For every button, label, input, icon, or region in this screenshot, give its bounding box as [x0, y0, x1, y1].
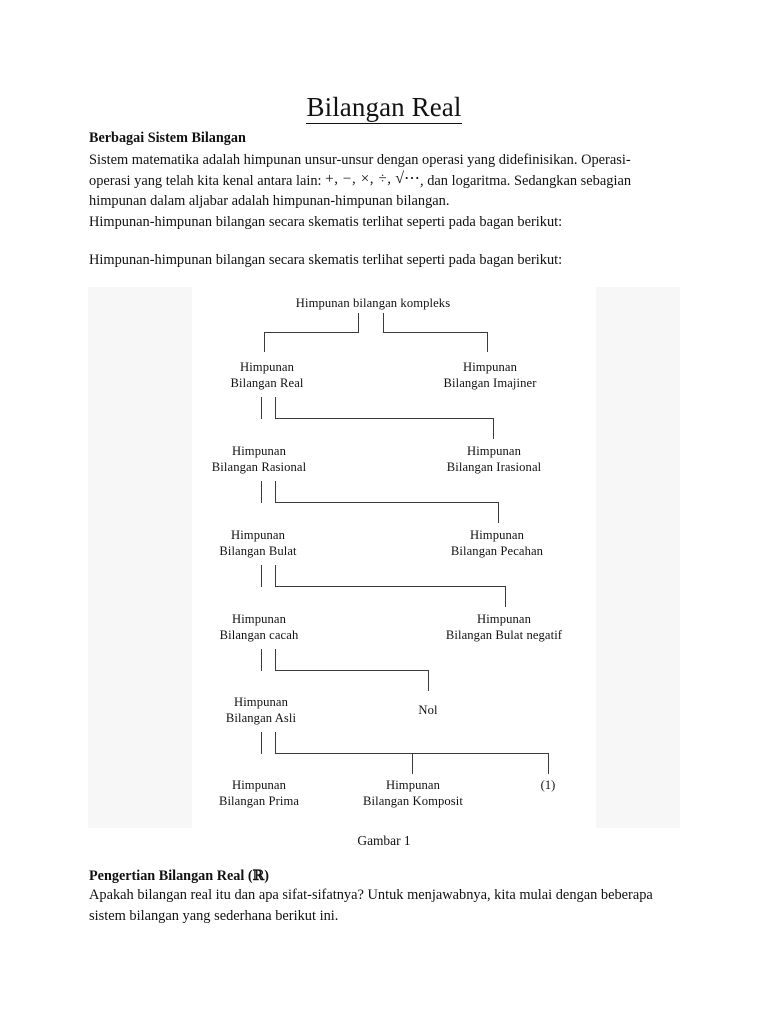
connector-bulat-stub [261, 565, 263, 587]
node-komposit: Himpunan Bilangan Komposit [363, 778, 463, 809]
figure-band-right [596, 287, 680, 828]
real-set-symbol: ℝ [252, 868, 265, 884]
connector-rasional-right-stem [275, 481, 277, 503]
connector-bulat-right-drop [505, 586, 507, 607]
connector-asli-right-bar [275, 753, 549, 755]
connector-bulat-right-stem [275, 565, 277, 587]
node-kompleks-line1: Himpunan bilangan kompleks [295, 296, 451, 310]
connector-root-left-drop [264, 332, 266, 352]
connector-komposit-drop [412, 753, 414, 774]
connector-root-right-drop [487, 332, 489, 352]
math-operators: +, −, ×, ÷, [325, 170, 392, 187]
node-nol: Nol [418, 703, 437, 719]
connector-satu-drop [548, 753, 550, 774]
node-imajiner-line2: Bilangan Imajiner [443, 375, 537, 390]
node-imajiner: Himpunan Bilangan Imajiner [444, 360, 537, 391]
node-kompleks: Himpunan bilangan kompleks [296, 296, 450, 312]
node-asli-line1: Himpunan [234, 695, 288, 709]
page-title-text: Bilangan Real [306, 92, 462, 124]
node-asli-line2: Bilangan Asli [225, 710, 297, 725]
node-prima-line2: Bilangan Prima [218, 793, 300, 808]
connector-real-right-drop [493, 418, 495, 439]
connector-real-right-stem [275, 397, 277, 419]
paragraph-skematis-1: Himpunan-himpunan bilangan secara skemat… [89, 214, 563, 230]
section-heading-pengertian-text: Pengertian Bilangan Real ( [89, 868, 253, 884]
node-pecahan-line2: Bilangan Pecahan [450, 543, 544, 558]
node-bulat-negatif: Himpunan Bilangan Bulat negatif [446, 612, 562, 643]
connector-root-left-stem [358, 313, 360, 333]
connector-real-stub [261, 397, 263, 419]
connector-bulat-right-bar [275, 586, 506, 588]
connector-asli-right-stem [275, 732, 277, 754]
paragraph-text-part2: , dan logaritma. Sedangkan sebagian himp… [89, 172, 632, 210]
node-irasional-line1: Himpunan [467, 444, 521, 458]
connector-cacah-stub [261, 649, 263, 671]
node-bulat-negatif-line2: Bilangan Bulat negatif [445, 627, 563, 642]
node-satu: (1) [541, 778, 556, 794]
node-prima-line1: Himpunan [232, 778, 286, 792]
node-pecahan-line1: Himpunan [470, 528, 524, 542]
paragraph-text-part1: Sistem matematika adalah himpunan unsur-… [89, 152, 631, 189]
connector-cacah-right-stem [275, 649, 277, 671]
section-heading-pengertian: Pengertian Bilangan Real (ℝ) [89, 866, 669, 887]
node-bulat: Himpunan Bilangan Bulat [219, 528, 296, 559]
node-bulat-line2: Bilangan Bulat [219, 543, 297, 558]
node-rasional-line1: Himpunan [232, 444, 286, 458]
section-heading-berbagai-sistem: Berbagai Sistem Bilangan [89, 130, 246, 146]
node-real-line2: Bilangan Real [230, 375, 304, 390]
node-cacah-line1: Himpunan [232, 612, 286, 626]
node-pecahan: Himpunan Bilangan Pecahan [451, 528, 543, 559]
figure-band-left [88, 287, 192, 828]
connector-rasional-stub [261, 481, 263, 503]
paragraph-apakah-bilangan-real: Apakah bilangan real itu dan apa sifat-s… [89, 887, 653, 924]
node-satu-line1: (1) [540, 778, 556, 792]
connector-cacah-right-drop [428, 670, 430, 691]
node-rasional-line2: Bilangan Rasional [211, 459, 307, 474]
paragraph-skematis-2: Himpunan-himpunan bilangan secara skemat… [89, 252, 563, 268]
node-real: Himpunan Bilangan Real [231, 360, 304, 391]
node-asli: Himpunan Bilangan Asli [226, 695, 296, 726]
node-bulat-negatif-line1: Himpunan [477, 612, 531, 626]
node-nol-line1: Nol [418, 703, 438, 717]
paragraph-sistem-matematika: Sistem matematika adalah himpunan unsur-… [89, 150, 669, 212]
node-cacah-line2: Bilangan cacah [219, 627, 299, 642]
connector-cacah-right-bar [275, 670, 429, 672]
node-prima: Himpunan Bilangan Prima [219, 778, 299, 809]
node-real-line1: Himpunan [240, 360, 294, 374]
node-irasional: Himpunan Bilangan Irasional [447, 444, 541, 475]
connector-root-right-bar [383, 332, 488, 334]
figure-caption: Gambar 1 [357, 833, 411, 848]
connector-asli-stub [261, 732, 263, 754]
node-bulat-line1: Himpunan [231, 528, 285, 542]
node-imajiner-line1: Himpunan [463, 360, 517, 374]
connector-rasional-right-bar [275, 502, 499, 504]
node-komposit-line2: Bilangan Komposit [363, 793, 463, 808]
connector-rasional-right-drop [498, 502, 500, 523]
connector-root-left-bar [264, 332, 359, 334]
page-title: Bilangan Real [0, 92, 768, 124]
connector-real-right-bar [275, 418, 494, 420]
node-komposit-line1: Himpunan [386, 778, 440, 792]
node-irasional-line2: Bilangan Irasional [446, 459, 542, 474]
section-heading-pengertian-close: ) [264, 868, 269, 884]
connector-root-right-stem [383, 313, 385, 333]
radical-symbol: √⋯ [395, 169, 421, 187]
node-rasional: Himpunan Bilangan Rasional [212, 444, 306, 475]
node-cacah: Himpunan Bilangan cacah [220, 612, 299, 643]
